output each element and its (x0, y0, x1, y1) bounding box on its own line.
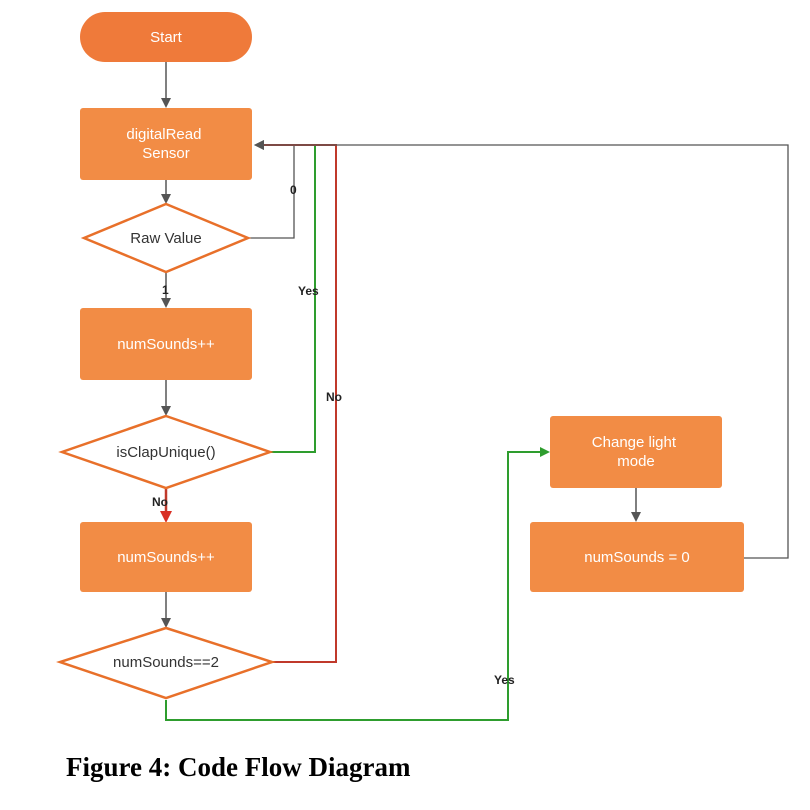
connector-reset-loop (254, 140, 789, 559)
num-sounds-check-decision (56, 626, 276, 700)
raw-value-decision (80, 202, 252, 274)
edge-label-unique-yes: Yes (298, 284, 319, 298)
change-light-label: Change light mode (592, 434, 680, 470)
edge-label-raw-zero: 0 (290, 183, 297, 197)
raw-value-label: Raw Value (130, 230, 201, 247)
edge-label-check-yes: Yes (494, 673, 515, 687)
edge-label-raw-one: 1 (162, 283, 169, 297)
increment-node-1 (80, 308, 252, 380)
start-node (80, 12, 252, 62)
connector-check-no-loop (262, 144, 337, 663)
connector-check-yes (165, 447, 550, 721)
connector-raw-zero-loop (248, 140, 295, 239)
connector-unique-yes-loop (262, 144, 316, 453)
flow-diagram: 0 1 Yes No No Yes Start digitalRead Sens… (56, 12, 789, 721)
edge-label-unique-no: No (152, 495, 168, 509)
start-label: Start (150, 29, 183, 46)
read-sensor-label: digitalRead Sensor (126, 126, 205, 162)
reset-sounds-node (530, 522, 744, 592)
is-clap-unique-label: isClapUnique() (116, 444, 215, 461)
edge-label-check-no: No (326, 390, 342, 404)
num-sounds-check-label: numSounds==2 (113, 654, 219, 671)
figure-caption: Figure 4: Code Flow Diagram (66, 752, 411, 782)
increment-label-2: numSounds++ (117, 549, 215, 566)
read-sensor-node (80, 108, 252, 180)
is-clap-unique-decision (58, 414, 274, 490)
increment-node-2 (80, 522, 252, 592)
increment-label-1: numSounds++ (117, 336, 215, 353)
change-light-node (550, 416, 722, 488)
reset-sounds-label: numSounds = 0 (584, 549, 690, 566)
